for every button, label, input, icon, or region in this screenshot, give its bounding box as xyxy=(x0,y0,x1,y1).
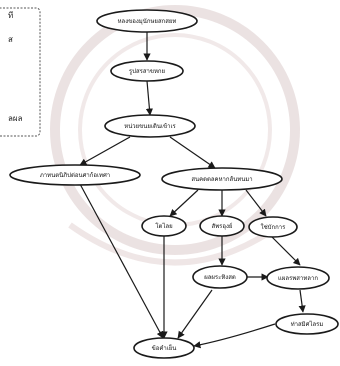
node-n9-label: ผลผระทิงสต xyxy=(204,274,236,281)
edge-n11-n12 xyxy=(193,323,276,349)
node-n2: รูปสรสาขหกย xyxy=(110,60,184,82)
side-panel-line1: ที xyxy=(8,11,13,20)
edge-n3-n5 xyxy=(169,136,216,169)
node-n11: ท่าสมิศไลรม xyxy=(275,313,339,335)
side-panel-line3: ลผล xyxy=(8,114,23,123)
node-n3-label: หน่วยขนยเดินเข้าเร xyxy=(124,123,176,130)
node-n10: แผลรพสาทลาก xyxy=(266,266,330,290)
edge-n10-n11 xyxy=(298,289,306,313)
node-n10-label: แผลรพสาทลาก xyxy=(278,275,318,282)
edge-n8-n10 xyxy=(271,236,301,266)
edge-n2-n3 xyxy=(145,80,154,116)
node-n5: สนคดตลคหากส้นทนมา xyxy=(161,167,283,191)
node-n7-label: สัพรอุงย์ xyxy=(212,222,233,230)
node-n7: สัพรอุงย์ xyxy=(199,215,245,237)
node-n11-label: ท่าสมิศไลรม xyxy=(291,320,324,328)
nodes: หลงของมุนักษยสกสยท รูปสรสาขหกย หน่วยขนยเ… xyxy=(9,9,339,359)
node-n8-label: ใช่บักการ xyxy=(261,223,286,231)
node-n3: หน่วยขนยเดินเข้าเร xyxy=(104,114,196,138)
node-n5-label: สนคดตลคหากส้นทนมา xyxy=(191,176,252,183)
node-n8: ใช่บักการ xyxy=(248,216,298,238)
node-n1-label: หลงของมุนักษยสกสยท xyxy=(118,18,177,25)
side-legend-panel: ที ส ลผล xyxy=(0,7,41,137)
edges xyxy=(79,32,306,349)
edge-n4-n12 xyxy=(79,183,164,339)
node-n4-label: ภาทนตนิภิปด่อนศาก้อเทศา xyxy=(40,172,110,179)
node-n4: ภาทนตนิภิปด่อนศาก้อเทศา xyxy=(9,164,141,186)
node-n6-label: โตไลย xyxy=(155,222,172,230)
edge-n9-n12 xyxy=(177,289,213,339)
edge-n5-n8 xyxy=(245,189,267,217)
node-n12: ข้อคำเย็น xyxy=(133,337,195,359)
node-n2-label: รูปสรสาขหกย xyxy=(129,68,165,75)
side-panel-line2: ส xyxy=(8,35,13,44)
node-n1: หลงของมุนักษยสกสยท xyxy=(96,9,198,33)
node-n9: ผลผระทิงสต xyxy=(192,265,248,289)
node-n6: โตไลย xyxy=(141,215,187,237)
node-n12-label: ข้อคำเย็น xyxy=(152,343,177,352)
edge-n3-n4 xyxy=(79,136,131,166)
edge-n5-n6 xyxy=(169,189,199,217)
